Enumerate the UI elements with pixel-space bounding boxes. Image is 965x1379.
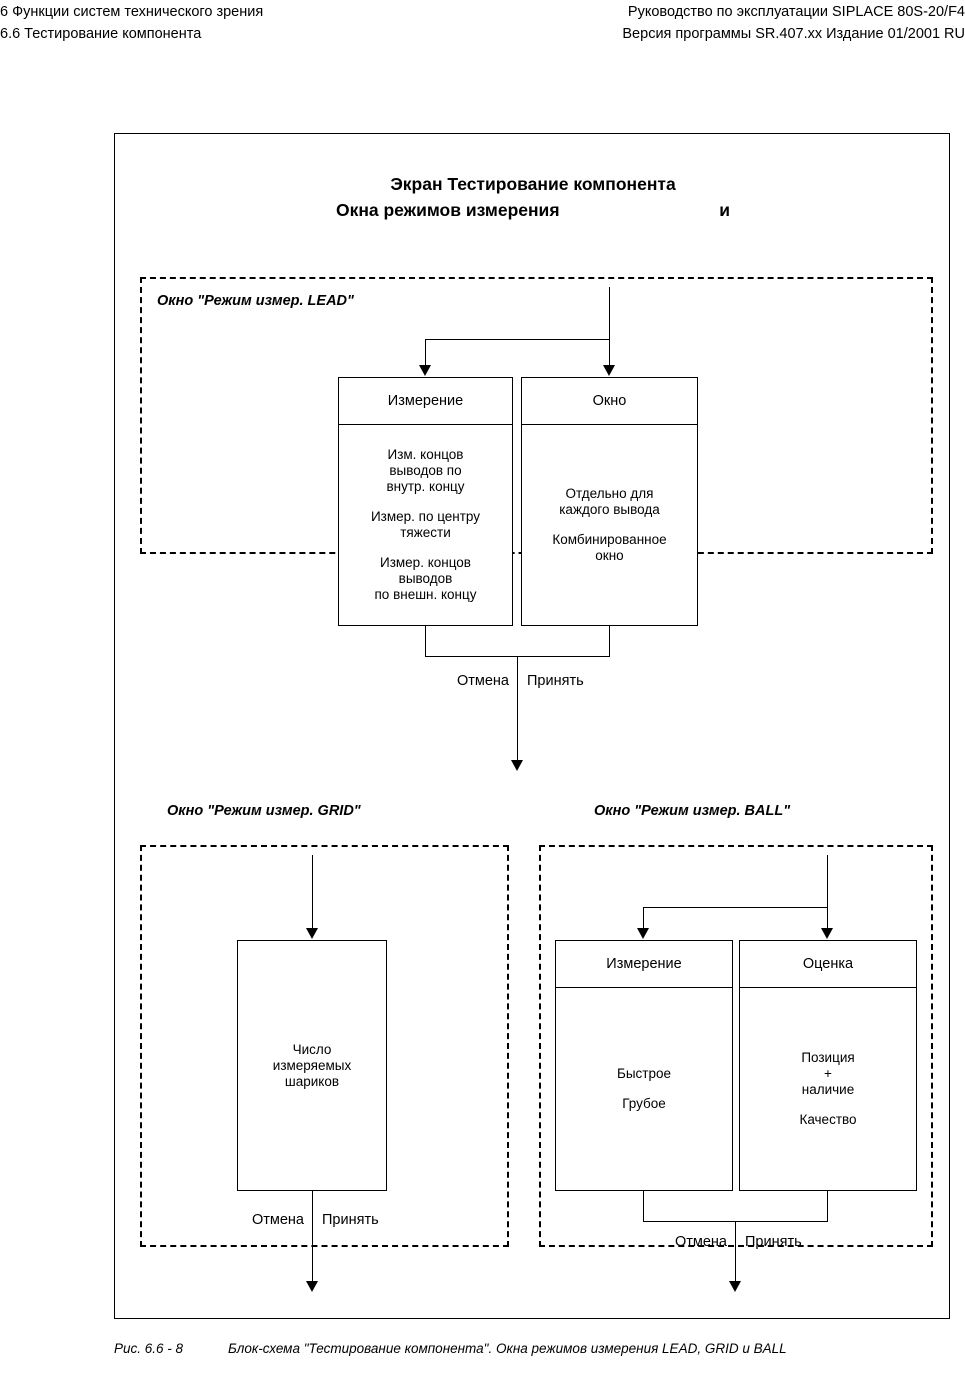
figure-caption-number: Рис. 6.6 - 8 <box>114 1341 184 1356</box>
box-ball-evaluation-body: Позиция + наличие Качество <box>740 988 916 1190</box>
box-ball-measurement-body: Быстрое Грубое <box>556 988 732 1190</box>
page-header: 6 Функции систем технического зрения Рук… <box>0 0 965 48</box>
lead-buttons-divider <box>517 656 518 728</box>
box-lead-window-mode-body: Отдельно для каждого вывода Комбинирован… <box>522 425 697 625</box>
lead-merge-left-line <box>425 626 426 657</box>
list-item[interactable]: Позиция + наличие <box>801 1050 855 1097</box>
list-item[interactable]: Число измеряемых шариков <box>272 1041 352 1089</box>
grid-exit-arrow <box>306 1281 318 1292</box>
box-ball-measurement-header: Измерение <box>556 941 732 988</box>
ball-buttons-divider <box>735 1221 736 1267</box>
caption-grid-window: Окно "Режим измер. GRID" <box>167 803 361 819</box>
page-header-line-2: 6.6 Тестирование компонента Версия прогр… <box>0 24 965 44</box>
figure-title-line-2-main: Окна режимов измерения <box>335 200 560 220</box>
button-accept-grid[interactable]: Принять <box>322 1212 379 1228</box>
grid-buttons-divider <box>312 1191 313 1267</box>
figure-title-line-2-conjunction: и <box>719 200 731 220</box>
figure-caption-text: Блок-схема "Тестирование компонента". Ок… <box>228 1341 787 1356</box>
lead-branch-right-arrow <box>603 365 615 376</box>
ball-entry-line <box>827 855 828 908</box>
ball-branch-left-arrow <box>637 928 649 939</box>
lead-branch-left-line <box>425 339 426 365</box>
caption-lead-window: Окно "Режим измер. LEAD" <box>157 293 354 309</box>
box-grid-ball-count[interactable]: Число измеряемых шариков <box>237 940 387 1191</box>
list-item[interactable]: Качество <box>799 1112 857 1127</box>
lead-merge-right-line <box>609 626 610 657</box>
button-accept-ball[interactable]: Принять <box>745 1234 802 1250</box>
caption-ball-window: Окно "Режим измер. BALL" <box>594 803 791 819</box>
list-item[interactable]: Грубое <box>622 1096 666 1111</box>
region-ball-window <box>539 845 933 1247</box>
ball-exit-line <box>735 1247 736 1283</box>
button-cancel-grid[interactable]: Отмена <box>251 1212 304 1228</box>
page-header-version: Версия программы SR.407.xx Издание 01/20… <box>622 26 965 42</box>
figure-title: Экран Тестирование компонента Окна режим… <box>115 171 951 223</box>
figure-frame: Экран Тестирование компонента Окна режим… <box>114 133 950 1319</box>
lead-exit-arrow <box>511 760 523 771</box>
ball-branch-left-line <box>643 907 644 928</box>
ball-branch-horizontal <box>643 907 828 908</box>
list-item[interactable]: Отдельно для каждого вывода <box>559 486 660 517</box>
figure-title-line-1: Экран Тестирование компонента <box>390 174 676 194</box>
list-item[interactable]: Измер. концов выводов по внешн. концу <box>374 555 477 602</box>
ball-branch-right-line <box>827 907 828 928</box>
page-header-chapter: 6 Функции систем технического зрения <box>0 4 264 20</box>
box-ball-evaluation-header: Оценка <box>740 941 916 988</box>
button-cancel-ball[interactable]: Отмена <box>674 1234 727 1250</box>
ball-merge-left-line <box>643 1191 644 1222</box>
ball-branch-right-arrow <box>821 928 833 939</box>
box-lead-window-mode[interactable]: Окно Отдельно для каждого вывода Комбини… <box>521 377 698 626</box>
box-lead-measurement-body: Изм. концов выводов по внутр. концу Изме… <box>339 425 512 625</box>
region-grid-window <box>140 845 509 1247</box>
box-grid-ball-count-body: Число измеряемых шариков <box>238 941 386 1190</box>
ball-exit-arrow <box>729 1281 741 1292</box>
button-accept-lead[interactable]: Принять <box>527 673 584 689</box>
ball-merge-right-line <box>827 1191 828 1222</box>
figure-title-line-2: Окна режимов измерения и <box>115 197 951 223</box>
lead-exit-line <box>517 728 518 762</box>
page-header-section: 6.6 Тестирование компонента <box>0 26 202 42</box>
grid-entry-arrow <box>306 928 318 939</box>
lead-branch-horizontal <box>425 339 610 340</box>
box-lead-measurement[interactable]: Измерение Изм. концов выводов по внутр. … <box>338 377 513 626</box>
grid-entry-line <box>312 855 313 929</box>
lead-branch-right-line <box>609 339 610 365</box>
box-ball-measurement[interactable]: Измерение Быстрое Грубое <box>555 940 733 1191</box>
box-ball-evaluation[interactable]: Оценка Позиция + наличие Качество <box>739 940 917 1191</box>
lead-branch-left-arrow <box>419 365 431 376</box>
list-item[interactable]: Изм. концов выводов по внутр. концу <box>386 447 465 494</box>
grid-exit-line <box>312 1247 313 1283</box>
page-header-line-1: 6 Функции систем технического зрения Рук… <box>0 2 965 22</box>
list-item[interactable]: Быстрое <box>616 1066 672 1081</box>
button-cancel-lead[interactable]: Отмена <box>456 673 509 689</box>
box-lead-window-mode-header: Окно <box>522 378 697 425</box>
box-lead-measurement-header: Измерение <box>339 378 512 425</box>
lead-entry-line <box>609 287 610 340</box>
list-item[interactable]: Комбинированное окно <box>552 532 667 563</box>
page-header-manual: Руководство по эксплуатации SIPLACE 80S-… <box>627 4 965 20</box>
list-item[interactable]: Измер. по центру тяжести <box>370 509 481 540</box>
